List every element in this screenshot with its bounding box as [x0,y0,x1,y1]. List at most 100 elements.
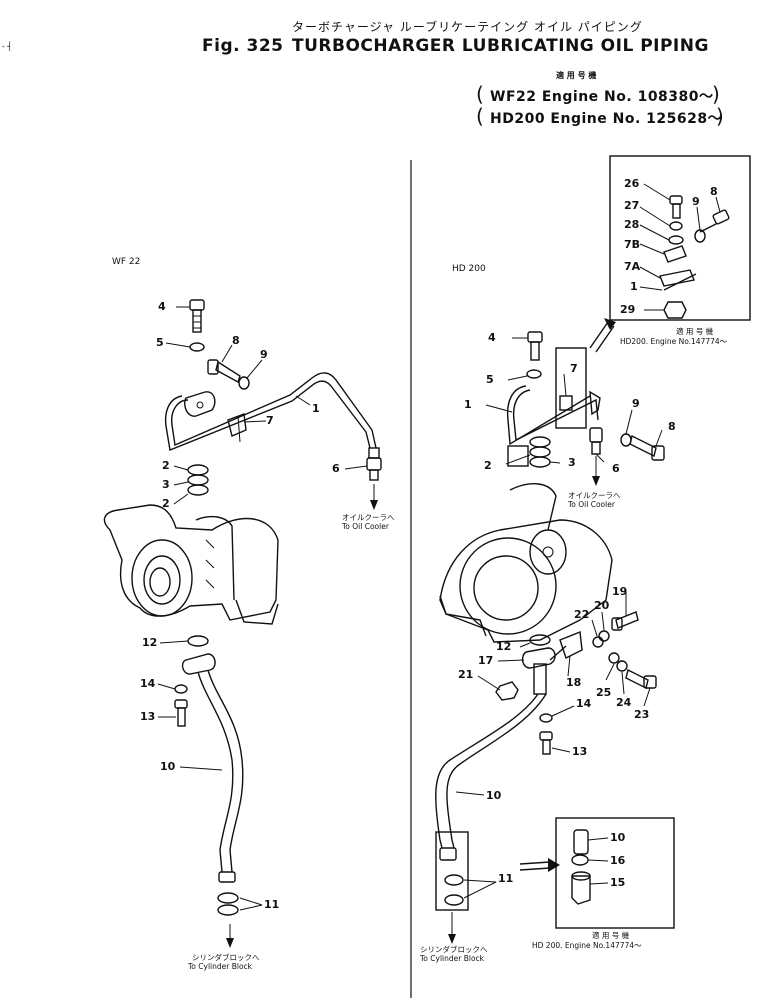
wf22-gasket-12 [187,635,209,647]
hd200-washer-14 [539,713,553,723]
wf22-turbocharger [103,504,279,625]
hd200-inset-arrow [589,321,615,353]
callout-hd200-7A: 7A [624,260,641,273]
hd200-lower-box [435,831,469,911]
hd200-cylinder-jp: シリンダブロックへ [420,945,488,954]
wf22-gaskets [187,464,209,496]
wf22-return-pipe [181,653,244,883]
callout-wf22-5: 5 [156,336,164,349]
hd200-inset-top-jp: 適 用 号 機 [676,327,714,336]
hd200-inset-bottom-jp: 適 用 号 機 [592,931,630,940]
margin-mark: - ┤ [2,42,13,51]
hd200-bracket-18 [549,631,583,661]
callout-hd200-25: 25 [596,686,612,699]
hd200-connector-6 [589,427,603,455]
paren-open-1: ( [476,82,485,106]
hd200-turbocharger [439,483,613,643]
callout-hd200-inset-10: 10 [610,831,626,844]
hd200-inset-bottom-note: HD 200. Engine No.147774～ [532,941,642,950]
callout-hd200-18: 18 [566,676,582,689]
callout-hd200-inset-1: 1 [630,280,638,293]
callout-hd200-23: 23 [634,708,650,721]
callout-hd200-24: 24 [616,696,632,709]
callout-hd200-3: 3 [568,456,576,469]
wf22-washer-5 [189,342,205,352]
callout-hd200-13: 13 [572,745,588,758]
figure-title: TURBOCHARGER LUBRICATING OIL PIPING [292,36,709,56]
hd200-orings-11 [444,874,464,906]
callout-hd200-26: 26 [624,177,640,190]
hd200-bolt-4 [527,331,543,361]
callout-hd200-8: 8 [668,420,676,433]
callout-hd200-28: 28 [624,218,640,231]
hd200-gasket-12 [529,634,551,646]
wf22-cylinder-en: To Cylinder Block [188,962,253,971]
hd200-gasket-box [507,445,529,467]
hd200-bolt-23 [625,668,657,690]
hd200-inset-top-box [609,155,751,321]
callout-hd200-12: 12 [496,640,512,653]
hd200-washers-24-25 [608,652,628,672]
figure-number: Fig. 325 [202,36,284,56]
callout-hd200-14: 14 [576,697,592,710]
applicability-line-2: HD200 Engine No. 125628～ [490,111,723,127]
applicability-line-1: WF22 Engine No. 108380～ [490,89,714,105]
hd200-return-pipe [435,647,556,861]
wf22-oil-inlet-pipe [164,372,377,451]
callout-hd200-2: 2 [484,459,492,472]
hd200-bolt-8 [629,434,665,461]
hd200-inset-top-leaders [639,183,721,311]
callout-hd200-15: 15 [610,876,626,889]
wf22-leaders [157,306,368,911]
callout-hd200-7B: 7B [624,238,641,251]
callout-hd200-10: 10 [486,789,502,802]
callout-hd200-9: 9 [632,397,640,410]
wf22-bolt-13 [174,699,188,727]
wf22-oil-cooler-en: To Oil Cooler [342,522,389,531]
wf22-oil-cooler-jp: オイルクーラへ [342,513,395,522]
wf22-washer-9 [238,376,250,390]
hd200-bolt-19 [611,611,639,631]
callout-hd200-22: 21 [458,668,474,681]
hd200-inset-top-parts [659,195,730,319]
hd200-inset-bottom-box [555,817,675,929]
wf22-clamp [227,413,247,443]
callout-hd200-21: 22 [574,608,590,621]
hd200-nut-22 [495,681,519,701]
callout-wf22-1: 1 [312,402,320,415]
section-label-hd200: HD 200 [452,264,486,274]
callout-hd200-20: 20 [594,599,610,612]
callout-wf22-8: 8 [232,334,240,347]
hd200-inset-bottom-arrow [519,861,551,871]
wf22-bolt-8 [207,359,241,384]
callout-hd200-inset-8: 8 [710,185,718,198]
hd200-washers-20-21 [592,630,610,648]
hd200-washer-5 [526,369,542,379]
callout-wf22-9: 9 [260,348,268,361]
callout-hd200-inset-9: 9 [692,195,700,208]
wf22-connector-6 [366,447,382,481]
hd200-gaskets [529,436,551,468]
wf22-washer-14 [174,684,188,694]
hd200-inset-bottom-parts [571,829,591,905]
wf22-orings-11 [217,892,239,916]
callout-hd200-7: 7 [570,362,578,375]
callout-hd200-6: 6 [612,462,620,475]
hd200-inset-top-note: HD200. Engine No.147774～ [620,337,728,346]
callout-hd200-4: 4 [488,331,496,344]
callout-wf22-7: 7 [266,414,274,427]
callout-wf22-14: 14 [140,677,156,690]
hd200-oil-inlet-pipe [506,385,601,446]
callout-wf22-2a: 2 [162,459,170,472]
callout-wf22-3: 3 [162,478,170,491]
callout-wf22-2b: 2 [162,497,170,510]
callout-wf22-13: 13 [140,710,156,723]
wf22-cylinder-jp: シリンダブロックへ [192,953,260,962]
wf22-pipe-flange [184,391,216,417]
hd200-clamp-box [555,347,587,429]
callout-wf22-10: 10 [160,760,176,773]
callout-hd200-5: 5 [486,373,494,386]
callout-wf22-11: 11 [264,898,280,911]
hd200-leaders [455,337,663,899]
